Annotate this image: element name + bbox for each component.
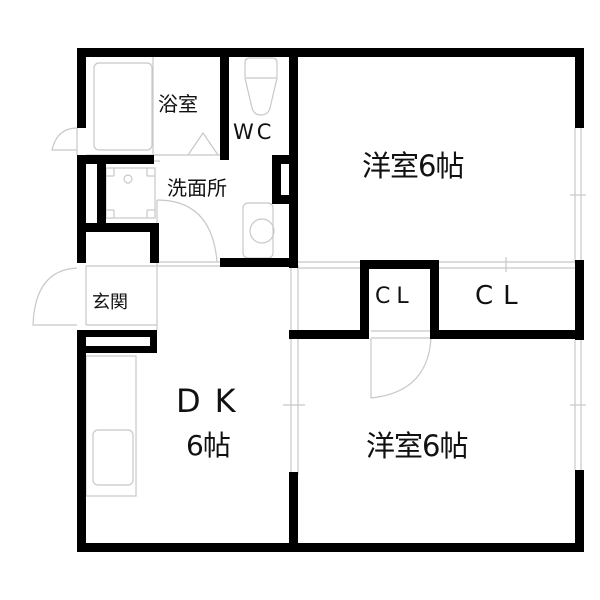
sink-icon [92, 429, 134, 486]
room-label-dk-size: 6帖 [186, 429, 231, 462]
washroom-door-arc [156, 199, 218, 263]
room-label-western-room-1: 洋室6帖 [362, 149, 464, 183]
wash-basin-icon [242, 202, 274, 259]
walls [77, 48, 584, 552]
room-label-closet-small: CL [375, 284, 415, 309]
bath-door-arc [51, 127, 78, 151]
room-label-wc: WC [233, 120, 275, 144]
room-label-bathroom: 浴室 [158, 92, 198, 116]
room-label-washroom: 洗面所 [167, 176, 227, 200]
bathtub-icon [93, 62, 153, 151]
room-label-western-room-2: 洋室6帖 [366, 429, 468, 463]
entrance-door-arc [32, 267, 78, 326]
room-label-closet-large: CL [475, 281, 528, 311]
toilet-icon [244, 57, 278, 116]
room-label-dk: DK [176, 382, 250, 420]
closet-door-arc [370, 337, 432, 399]
fixture-lines [32, 57, 586, 497]
room-label-entrance: 玄関 [92, 292, 128, 313]
